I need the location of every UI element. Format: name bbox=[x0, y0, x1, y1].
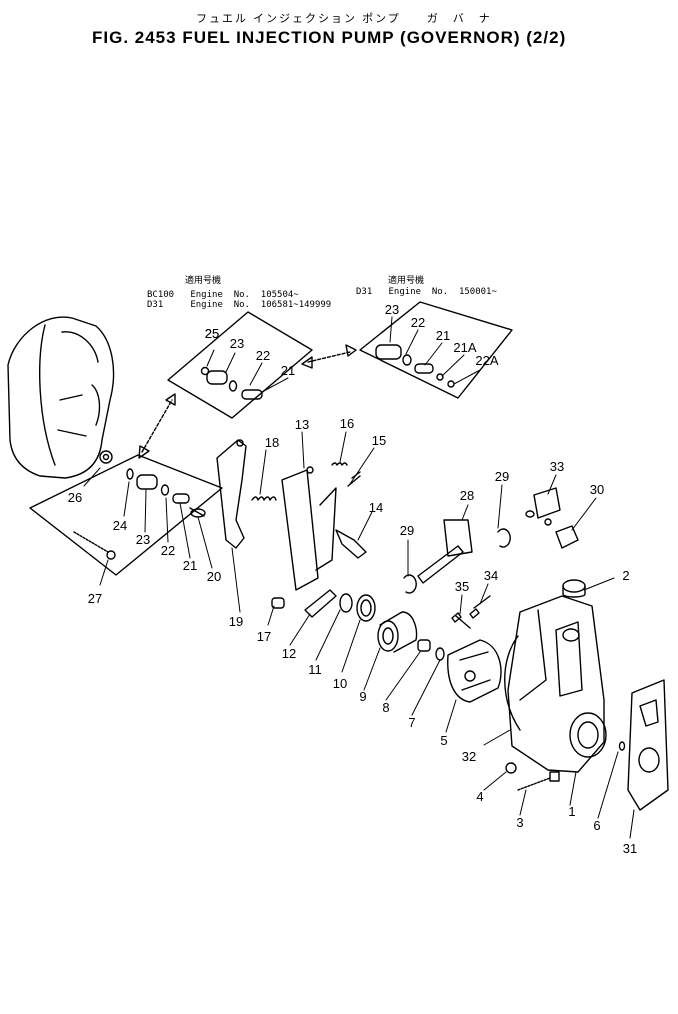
callout-right-box-21A: 21A bbox=[453, 340, 477, 355]
callout-4: 4 bbox=[476, 789, 484, 804]
snap-ring-29-lower bbox=[403, 574, 417, 594]
note-left-line2: D31 Engine No. 106581~149999 bbox=[147, 300, 332, 310]
lever-19 bbox=[216, 439, 247, 549]
callout-9: 9 bbox=[359, 689, 367, 704]
callout-10: 10 bbox=[332, 676, 348, 691]
cap-2 bbox=[562, 579, 586, 598]
callout-left-box-21: 21 bbox=[280, 363, 296, 378]
snap-ring-29-upper bbox=[497, 528, 511, 548]
collar-17 bbox=[271, 597, 285, 609]
nut-4 bbox=[505, 762, 517, 774]
bearing-10 bbox=[356, 594, 376, 622]
note-right-kanji: 適用号機 bbox=[388, 276, 425, 286]
callout-right-box-21: 21 bbox=[435, 328, 451, 343]
callout-33: 33 bbox=[549, 459, 565, 474]
callout-right-box-22: 22 bbox=[410, 315, 426, 330]
lever-14 bbox=[335, 529, 367, 559]
spring-set-right-box bbox=[375, 344, 455, 388]
ring-7 bbox=[435, 647, 445, 661]
callout-5: 5 bbox=[440, 733, 448, 748]
subassembly-box-left bbox=[167, 311, 313, 419]
bolt-3 bbox=[517, 777, 551, 791]
double-arrow-upper bbox=[301, 344, 357, 369]
callout-22: 22 bbox=[160, 543, 176, 558]
callout-7: 7 bbox=[408, 715, 416, 730]
subassembly-box-right bbox=[359, 301, 513, 399]
callout-13: 13 bbox=[294, 417, 310, 432]
pin-6 bbox=[618, 741, 626, 751]
callout-2: 2 bbox=[622, 568, 630, 583]
callout-17: 17 bbox=[256, 629, 272, 644]
gear-case-housing bbox=[7, 316, 115, 479]
shaft-12 bbox=[304, 589, 337, 618]
note-right-line1: D31 Engine No. 150001~ bbox=[356, 287, 497, 297]
callout-left-box-23: 23 bbox=[229, 336, 245, 351]
callout-19: 19 bbox=[228, 614, 244, 629]
callout-25: 25 bbox=[204, 326, 220, 341]
callout-34: 34 bbox=[483, 568, 499, 583]
bolt-35 bbox=[451, 612, 471, 629]
callout-1: 1 bbox=[568, 804, 576, 819]
callout-26: 26 bbox=[67, 490, 83, 505]
callout-6: 6 bbox=[593, 818, 601, 833]
spring-16 bbox=[331, 462, 348, 466]
callout-8: 8 bbox=[382, 700, 390, 715]
callout-29-upper: 29 bbox=[494, 469, 510, 484]
callout-16: 16 bbox=[339, 416, 355, 431]
note-left-kanji: 適用号機 bbox=[185, 276, 222, 286]
callout-29-lower: 29 bbox=[399, 523, 415, 538]
callout-32: 32 bbox=[461, 749, 477, 764]
gasket-31 bbox=[627, 679, 669, 811]
callout-left-box-25: 25 bbox=[204, 326, 220, 341]
japanese-title: フュエル インジェクション ポンプ ガ バ ナ bbox=[196, 13, 492, 25]
bolt-34 bbox=[469, 595, 491, 619]
callout-28: 28 bbox=[459, 488, 475, 503]
callout-left-box-22: 22 bbox=[255, 348, 271, 363]
plate-33 bbox=[533, 487, 561, 519]
callout-35: 35 bbox=[454, 579, 470, 594]
bolt-27 bbox=[73, 531, 109, 553]
spring-set-left-box bbox=[200, 366, 263, 400]
control-shaft-28 bbox=[417, 519, 473, 584]
callout-24: 24 bbox=[112, 518, 128, 533]
callout-27: 27 bbox=[87, 591, 103, 606]
callout-18: 18 bbox=[264, 435, 280, 450]
callout-right-box-22A: 22A bbox=[475, 353, 499, 368]
callout-15: 15 bbox=[371, 433, 387, 448]
note-left-line1: BC100 Engine No. 105504~ bbox=[147, 290, 299, 300]
callout-11: 11 bbox=[308, 662, 322, 677]
callout-3: 3 bbox=[516, 815, 524, 830]
sleeve-9 bbox=[377, 611, 418, 653]
callout-30: 30 bbox=[589, 482, 605, 497]
callout-20: 20 bbox=[206, 569, 222, 584]
double-arrow-left bbox=[138, 393, 176, 459]
callout-right-box-23: 23 bbox=[384, 302, 400, 317]
callout-31: 31 bbox=[622, 841, 638, 856]
spring-18 bbox=[251, 496, 277, 501]
snap-ring-11 bbox=[339, 593, 353, 613]
subassembly-box-lower bbox=[29, 454, 223, 576]
figure-title: FIG. 2453 FUEL INJECTION PUMP (GOVERNOR)… bbox=[92, 28, 567, 47]
flyweight-holder-5 bbox=[447, 639, 502, 703]
bracket-30 bbox=[555, 525, 579, 549]
callout-12: 12 bbox=[281, 646, 297, 661]
governor-housing-1 bbox=[504, 595, 607, 773]
spacer-8 bbox=[417, 639, 431, 652]
callout-23: 23 bbox=[135, 532, 151, 547]
callout-21: 21 bbox=[182, 558, 198, 573]
leader-lines bbox=[83, 316, 635, 839]
callout-14: 14 bbox=[368, 500, 384, 515]
lever-assembly-13 bbox=[281, 466, 337, 591]
